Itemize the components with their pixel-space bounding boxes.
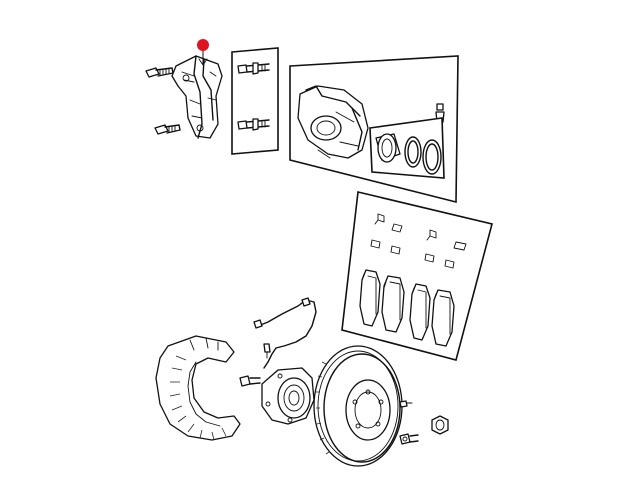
- guide-pin-upper: [237, 62, 270, 75]
- highlight-marker[interactable]: [197, 39, 209, 66]
- hub-bolt[interactable]: [239, 375, 261, 387]
- wheel-hub-bearing[interactable]: [261, 367, 315, 425]
- bracket-bolt-upper[interactable]: [145, 67, 174, 78]
- piston-seal-kit: [369, 117, 445, 179]
- pad-wear-sensor[interactable]: [253, 297, 317, 369]
- brake-rotor[interactable]: [313, 345, 403, 467]
- highlight-dot-icon: [197, 39, 209, 51]
- guide-pin-lower: [237, 118, 270, 131]
- caliper-piston: [375, 133, 401, 163]
- brake-pad-inner-2: [381, 275, 405, 333]
- piston-seal-ring: [404, 136, 422, 168]
- hub-mounting-bolt[interactable]: [399, 433, 419, 445]
- bracket-bolt-lower[interactable]: [154, 124, 181, 135]
- brake-pad-kit-box[interactable]: [341, 191, 493, 361]
- brake-dust-shield[interactable]: [155, 335, 241, 441]
- axle-hub-nut[interactable]: [431, 415, 449, 435]
- dust-boot-ring: [422, 139, 442, 175]
- brake-pad-outer-1: [409, 283, 431, 341]
- brake-caliper: [297, 85, 369, 159]
- rotor-screw[interactable]: [399, 400, 413, 408]
- pad-clips: [370, 213, 467, 269]
- brake-pad-inner-1: [359, 269, 381, 327]
- caliper-assembly-box[interactable]: [289, 55, 459, 204]
- brake-pad-outer-2: [431, 289, 455, 347]
- caliper-mounting-bracket[interactable]: [171, 55, 223, 139]
- guide-pin-kit[interactable]: [231, 47, 279, 155]
